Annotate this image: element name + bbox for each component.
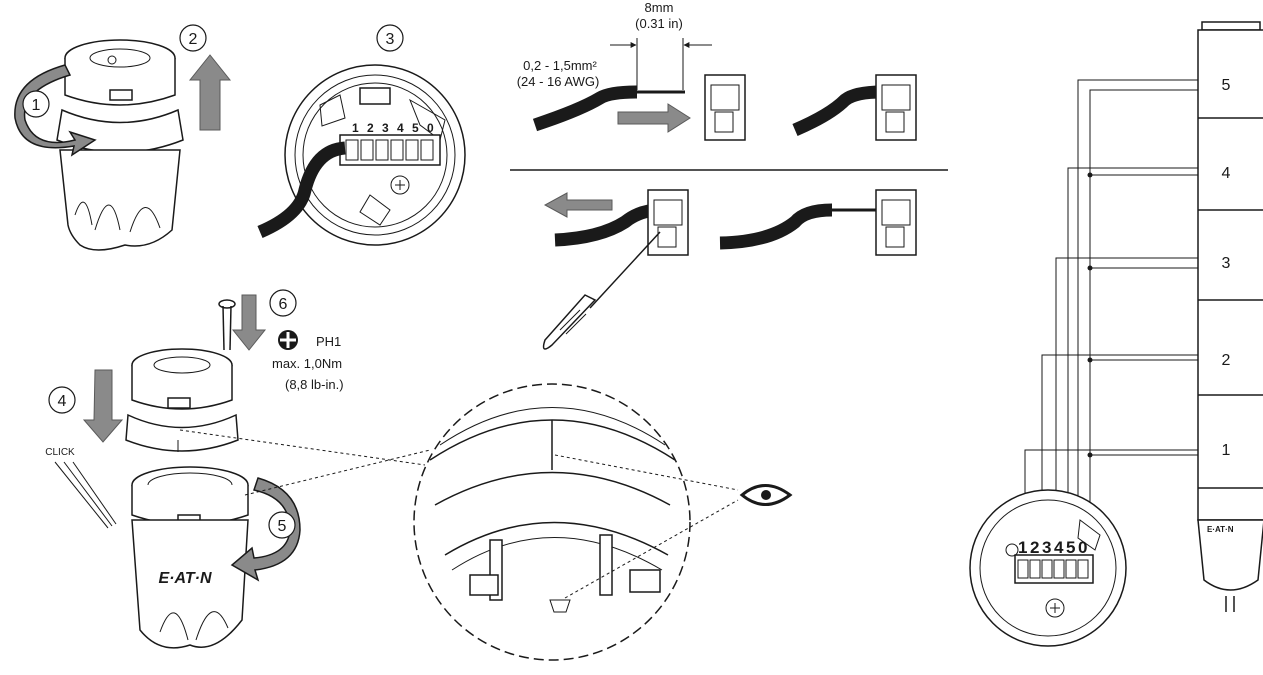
detail-leader-2 — [244, 449, 431, 496]
wire-awg-label: (24 - 16 AWG) — [517, 74, 600, 89]
cable-step-3 — [257, 141, 346, 238]
base-module — [131, 466, 249, 649]
strip-length-in-label: (0.31 in) — [635, 16, 683, 31]
step-badge-3: 3 — [376, 24, 404, 52]
signal-tower — [1197, 21, 1263, 612]
terminal-label-small: 1 — [352, 121, 359, 135]
tower-module-labels: 5 4 3 2 1 — [1222, 77, 1231, 459]
terminal-label-large: 5 — [1066, 538, 1075, 557]
lift-arrow-2 — [188, 54, 232, 131]
step-badge-1: 1 — [22, 90, 50, 118]
strip-length-label: 8mm — [645, 0, 674, 15]
schematic-wires — [1024, 79, 1198, 520]
terminal-label-small: 0 — [427, 121, 434, 135]
tower-module-label: 2 — [1222, 352, 1231, 369]
svg-text:4: 4 — [58, 393, 67, 410]
phillips-icon — [278, 330, 298, 350]
click-lines — [54, 461, 117, 529]
inserted-cable — [792, 85, 883, 136]
base-terminal-view — [969, 489, 1127, 647]
stripped-cable — [532, 85, 638, 132]
detail-leader-1 — [179, 429, 426, 466]
step-badge-6: 6 — [269, 289, 297, 317]
terminal-label-small: 2 — [367, 121, 374, 135]
released-cable — [719, 203, 833, 250]
screw-arrow-6 — [231, 294, 267, 351]
svg-text:3: 3 — [386, 31, 395, 48]
detail-magnifier — [413, 383, 691, 661]
terminal-label-large: 4 — [1054, 538, 1064, 557]
tower-module-label: 1 — [1222, 442, 1231, 459]
step-badge-2: 2 — [179, 24, 207, 52]
tower-module-label: 5 — [1222, 77, 1231, 94]
step-badge-4: 4 — [48, 386, 76, 414]
terminal-slots — [345, 139, 434, 161]
svg-text:2: 2 — [189, 31, 198, 48]
driver-label: PH1 — [316, 334, 341, 349]
wire-gauge-label: 0,2 - 1,5mm² — [523, 58, 597, 73]
fixing-screw — [218, 299, 236, 351]
torque-label: max. 1,0Nm — [272, 356, 342, 371]
torque-imperial-label: (8,8 lb-in.) — [285, 377, 344, 392]
brand-logo: E·AT·N — [158, 570, 211, 587]
push-arrow-4 — [82, 369, 124, 443]
tower-module-label: 3 — [1222, 255, 1231, 272]
terminal-block-empty — [875, 189, 917, 256]
click-label: CLICK — [45, 447, 75, 458]
release-cable — [554, 203, 661, 247]
terminal-label-large: 2 — [1030, 538, 1039, 557]
terminal-label-large: 1 — [1018, 538, 1027, 557]
tower-brand: E·AT·N — [1207, 525, 1234, 534]
eye-icon — [739, 484, 793, 506]
screwdriver — [542, 231, 661, 350]
insert-arrow — [617, 103, 691, 133]
terminal-block-open — [704, 74, 746, 141]
terminal-label-large: 3 — [1042, 538, 1051, 557]
svg-text:1: 1 — [32, 97, 41, 114]
svg-text:5: 5 — [278, 518, 287, 535]
release-arrow — [543, 192, 613, 218]
terminal-label-small: 3 — [382, 121, 389, 135]
terminal-label-small: 4 — [397, 121, 404, 135]
tower-module-label: 4 — [1222, 165, 1231, 182]
terminal-block-release — [647, 189, 689, 256]
terminal-label-large: 0 — [1078, 538, 1087, 557]
svg-text:6: 6 — [279, 296, 288, 313]
step-badge-5: 5 — [268, 511, 296, 539]
top-module — [125, 348, 239, 452]
terminal-block-closed — [875, 74, 917, 141]
terminal-label-small: 5 — [412, 121, 419, 135]
eye-leader-1 — [554, 454, 739, 491]
